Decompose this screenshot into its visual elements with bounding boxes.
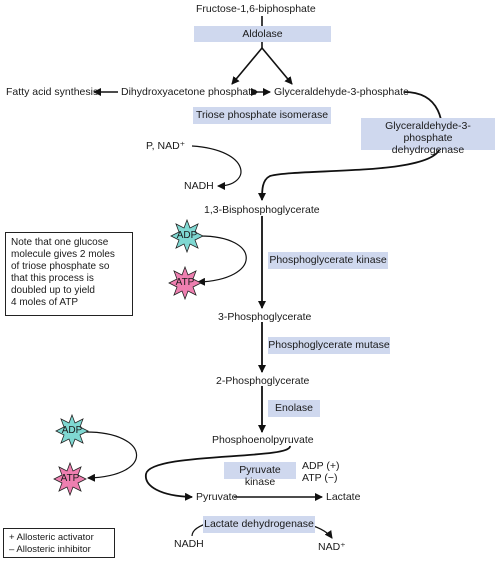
star-burst-icon — [53, 462, 87, 496]
metabolite-dhap: Dihydroxyacetone phosphate — [121, 86, 258, 98]
legend-inhibitor: – Allosteric inhibitor — [9, 544, 91, 555]
enzyme-phosphoglycerate-mutase: Phosphoglycerate mutase — [268, 337, 390, 354]
arrow-pep-to-pyruvate — [145, 445, 291, 501]
note-line-1: Note that one glucose — [11, 237, 109, 248]
enzyme-aldolase: Aldolase — [194, 26, 331, 42]
cofactor-p-nad: P, NAD⁺ — [146, 140, 186, 152]
adp-label-pk: ADP — [61, 425, 83, 436]
enzyme-gapdh-line2: dehydrogenase — [391, 144, 465, 156]
note-line-3: of triose phosphate so — [11, 261, 110, 272]
enzyme-gapdh: Glyceraldehyde-3-phosphate dehydrogenase — [361, 118, 495, 156]
note-line-2: molecule gives 2 moles — [11, 249, 115, 260]
cofactor-nadh-top: NADH — [184, 180, 214, 192]
atp-star-pk: ATP — [53, 462, 87, 496]
adp-star-pk: ADP — [55, 414, 89, 448]
arrow-pk-adp-atp — [85, 431, 138, 482]
metabolite-lactate: Lactate — [326, 491, 361, 503]
star-burst-icon — [55, 414, 89, 448]
regulator-atp-inhibitor: ATP (−) — [302, 472, 338, 484]
enzyme-pyruvate-kinase: Pyruvate kinase — [224, 462, 296, 488]
enzyme-phosphoglycerate-kinase: Phosphoglycerate kinase — [268, 252, 388, 269]
cofactor-nadh-bottom: NADH — [174, 538, 204, 550]
note-line-4: that this process is — [11, 273, 94, 284]
arrow-to-dhap — [231, 47, 263, 85]
arrow-nad-to-nadh — [191, 145, 242, 190]
arrow-gapdh — [258, 91, 443, 201]
atp-label-pgk: ATP — [175, 277, 195, 288]
enzyme-gapdh-line1: Glyceraldehyde-3-phosphate — [385, 120, 471, 144]
metabolite-2-pg: 2-Phosphoglycerate — [216, 375, 310, 387]
metabolite-13-bpg: 1,3-Bisphosphoglycerate — [204, 204, 320, 216]
metabolite-fructose-bp: Fructose-1,6-biphosphate — [196, 3, 316, 15]
enzyme-triose-phosphate-isomerase: Triose phosphate isomerase — [193, 107, 331, 124]
star-burst-icon — [170, 219, 204, 253]
cofactor-nad-bottom: NAD⁺ — [318, 541, 346, 553]
atp-label-pk: ATP — [60, 473, 80, 484]
adp-label-pgk: ADP — [176, 230, 198, 241]
legend: + Allosteric activator – Allosteric inhi… — [3, 528, 115, 558]
note-line-6: 4 moles of ATP — [11, 297, 79, 308]
arrow-pgk-adp-atp — [197, 235, 247, 286]
enzyme-lactate-dehydrogenase: Lactate dehydrogenase — [203, 516, 315, 533]
note-line-5: doubled up to yield — [11, 285, 95, 296]
metabolite-3-pg: 3-Phosphoglycerate — [218, 311, 312, 323]
metabolite-pyruvate: Pyruvate — [196, 491, 238, 503]
metabolite-gap: Glyceraldehyde-3-phosphate — [274, 86, 409, 98]
regulator-adp-activator: ADP (+) — [302, 460, 340, 472]
fatty-acid-synthesis-label: Fatty acid synthesis — [6, 86, 99, 98]
star-burst-icon — [168, 266, 202, 300]
enzyme-enolase: Enolase — [268, 400, 320, 417]
metabolite-pep: Phosphoenolpyruvate — [212, 434, 314, 446]
arrow-to-gap — [261, 47, 293, 85]
adp-star-pgk: ADP — [170, 219, 204, 253]
legend-activator: + Allosteric activator — [9, 532, 94, 543]
stoichiometry-note: Note that one glucose molecule gives 2 m… — [5, 232, 133, 316]
atp-star-pgk: ATP — [168, 266, 202, 300]
